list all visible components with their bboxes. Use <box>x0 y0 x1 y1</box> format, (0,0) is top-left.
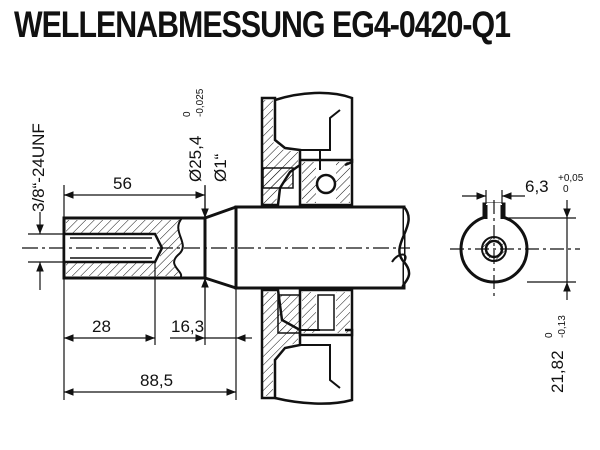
dim-16-3-label: 16,3 <box>171 317 204 336</box>
dia-mm-label: Ø25,4 <box>186 136 205 182</box>
key-width-tol-low: 0 <box>563 184 569 195</box>
dia-mm-tol-low: -0,025 <box>195 88 206 117</box>
dim-56-label: 56 <box>113 174 132 193</box>
key-depth-label: 21,82 <box>548 350 567 393</box>
key-depth-tol-up: 0 <box>544 332 555 338</box>
dimension-16-3: 16,3 <box>170 278 252 400</box>
dimension-thread: 3/8“-24UNF <box>28 123 64 290</box>
dim-88-5-label: 88,5 <box>140 371 173 390</box>
housing-outline-bottom <box>274 328 354 405</box>
shaft-end-view <box>450 200 580 300</box>
key-depth-tol-low: -0,13 <box>557 315 568 338</box>
key-width-label: 6,3 <box>525 177 549 196</box>
seal-upper <box>262 167 294 189</box>
shaft <box>22 205 411 290</box>
dimension-key-width: 6,3 +0,05 0 <box>462 173 584 204</box>
dimension-88-5: 88,5 <box>63 371 236 396</box>
bearing-lower <box>298 288 354 337</box>
dia-mm-tol-up: 0 <box>182 111 193 117</box>
dia-in-label: Ø1“ <box>211 153 230 182</box>
shaft-shoulder <box>204 205 238 290</box>
thread-label: 3/8“-24UNF <box>29 123 48 212</box>
key-width-tol-up: +0,05 <box>558 173 584 184</box>
dimension-key-depth: 21,82 0 -0,13 <box>504 200 576 393</box>
seal-lower <box>277 294 301 334</box>
housing-hatch-lower <box>263 292 298 396</box>
bearing-upper <box>298 158 354 207</box>
page-title: WELLENABMESSUNG EG4-0420-Q1 <box>14 4 511 45</box>
housing-rib-bottom <box>300 329 341 389</box>
dimension-28: 28 <box>63 262 156 400</box>
bearing-ball-upper <box>315 173 337 195</box>
housing-outline-top <box>274 91 354 167</box>
dimension-56: 56 <box>63 174 206 218</box>
dimension-diameter: Ø25,4 0 -0,025 Ø1“ <box>182 88 230 310</box>
dim-28-label: 28 <box>92 317 111 336</box>
